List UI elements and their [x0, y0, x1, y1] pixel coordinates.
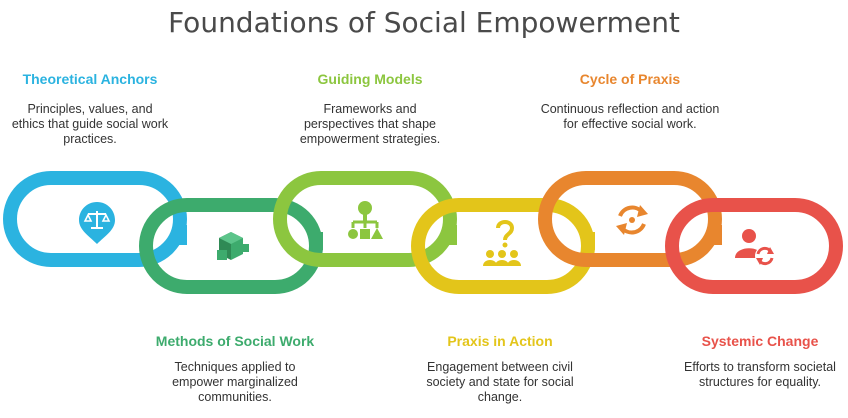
node-description: Principles, values, and ethics that guid… [11, 102, 169, 146]
link-ring-theoretical-anchors [3, 171, 187, 267]
link-ring-systemic-change [665, 198, 843, 294]
node-heading: Theoretical Anchors [22, 71, 158, 87]
link-ring-cycle-of-praxis [538, 171, 722, 267]
node-description: Techniques applied to empower marginaliz… [172, 360, 298, 404]
node-heading: Systemic Change [701, 333, 819, 349]
group-question-icon [483, 220, 521, 266]
node-text-systemic-change: Systemic Change Efforts to transform soc… [680, 332, 840, 390]
person-sync-icon [735, 229, 775, 266]
node-text-methods-of-social-work: Methods of Social Work Techniques applie… [150, 332, 320, 405]
node-heading: Cycle of Praxis [579, 71, 681, 87]
node-heading: Guiding Models [317, 71, 423, 87]
boxes-icon [217, 232, 249, 260]
node-heading: Praxis in Action [447, 333, 553, 349]
node-description: Efforts to transform societal structures… [684, 360, 836, 389]
node-text-cycle-of-praxis: Cycle of Praxis Continuous reflection an… [540, 70, 720, 132]
node-description: Engagement between civil society and sta… [426, 360, 574, 404]
node-description: Continuous reflection and action for eff… [540, 102, 720, 131]
node-text-praxis-in-action: Praxis in Action Engagement between civi… [410, 332, 590, 405]
scales-icon [79, 202, 115, 244]
page-title: Foundations of Social Empowerment [168, 6, 680, 39]
link-ring-guiding-models [273, 171, 457, 267]
cycle-icon [616, 205, 648, 235]
hierarchy-icon [348, 201, 383, 239]
node-text-theoretical-anchors: Theoretical Anchors Principles, values, … [10, 70, 170, 147]
node-text-guiding-models: Guiding Models Frameworks and perspectiv… [290, 70, 450, 147]
node-heading: Methods of Social Work [155, 333, 315, 349]
node-description: Frameworks and perspectives that shape e… [299, 102, 441, 146]
